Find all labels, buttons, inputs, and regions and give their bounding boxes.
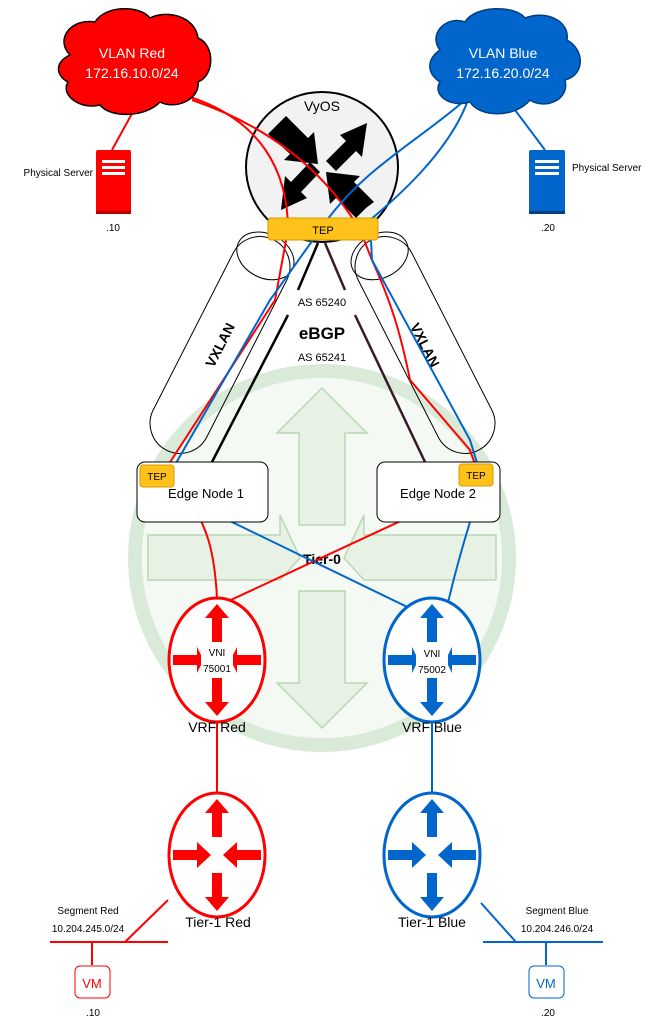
tier1-blue-arrows-icon <box>382 791 482 919</box>
segment-red: Segment Red 10.204.245.0/24 VM .10 <box>52 906 125 1019</box>
tier1-red-router: Tier-1 Red <box>167 791 267 930</box>
physical-server-red: Physical Server .10 <box>24 150 131 234</box>
vrf-red-arrows-icon <box>167 596 267 724</box>
vyos-router <box>245 91 399 243</box>
vlan-red-subnet: 172.16.10.0/24 <box>85 65 179 81</box>
tier1-red-label: Tier-1 Red <box>185 914 251 930</box>
edge-node-2: Edge Node 2 TEP <box>376 461 501 523</box>
edge-node-1-label: Edge Node 1 <box>168 486 244 501</box>
edge-node-1-tep: TEP <box>147 472 167 483</box>
segment-red-name: Segment Red <box>57 906 118 917</box>
server-blue-ip: .20 <box>541 223 555 234</box>
vyos-label: VyOS <box>304 98 340 114</box>
vm-blue-ip: .20 <box>541 1008 555 1019</box>
vlan-red-title: VLAN Red <box>99 45 165 61</box>
tier1-red-arrows-icon <box>167 791 267 919</box>
server-red-ip: .10 <box>106 223 120 234</box>
vm-red-ip: .10 <box>86 1008 100 1019</box>
vlan-blue-subnet: 172.16.20.0/24 <box>456 65 550 81</box>
vrf-red-router: VNI 75001 VRF Red <box>167 596 267 735</box>
server-blue-label: Physical Server <box>572 163 642 174</box>
ebgp-links <box>210 242 427 463</box>
vrf-blue-router: VNI 75002 VRF Blue <box>382 596 482 735</box>
vxlan-label-left: VXLAN <box>202 320 238 370</box>
vrf-blue-vni-label: VNI <box>424 649 441 660</box>
edge-node-2-label: Edge Node 2 <box>400 486 476 501</box>
physical-server-blue: Physical Server .20 <box>529 150 642 234</box>
vyos-tep-label: TEP <box>312 225 333 237</box>
vrf-red-vni-label: VNI <box>209 648 226 659</box>
vrf-red-label: VRF Red <box>188 719 246 735</box>
blue-server-link <box>511 105 546 151</box>
tier1-blue-router: Tier-1 Blue <box>382 791 482 930</box>
as-top-label: AS 65240 <box>298 297 346 309</box>
vxlan-label-right: VXLAN <box>407 320 443 370</box>
red-server-link <box>111 107 136 151</box>
tier1-blue-label: Tier-1 Blue <box>398 914 466 930</box>
segment-red-line <box>50 899 169 965</box>
vrf-blue-arrows-icon <box>382 596 482 724</box>
vyos-arrows-icon <box>268 116 374 218</box>
segment-blue-name: Segment Blue <box>526 906 589 917</box>
vyos-tep: TEP <box>267 217 379 241</box>
vlan-red-cloud: VLAN Red 172.16.10.0/24 <box>57 7 212 116</box>
vm-red: VM <box>82 976 102 991</box>
server-red-label: Physical Server <box>24 168 94 179</box>
vlan-blue-title: VLAN Blue <box>469 45 538 61</box>
vrf-blue-vni: 75002 <box>418 665 446 676</box>
segment-blue-line <box>480 902 603 965</box>
edge-node-2-tep: TEP <box>466 471 486 482</box>
vrf-red-vni: 75001 <box>203 664 231 675</box>
edge-node-1: Edge Node 1 TEP <box>136 461 269 523</box>
vm-blue: VM <box>536 976 556 991</box>
vrf-blue-label: VRF Blue <box>402 719 462 735</box>
as-bottom-label: AS 65241 <box>298 352 346 364</box>
segment-blue-subnet: 10.204.246.0/24 <box>521 924 594 935</box>
vlan-blue-cloud: VLAN Blue 172.16.20.0/24 <box>429 7 581 115</box>
segment-red-subnet: 10.204.245.0/24 <box>52 924 125 935</box>
ebgp-label: eBGP <box>299 324 345 343</box>
segment-blue: Segment Blue 10.204.246.0/24 VM .20 <box>521 906 594 1019</box>
